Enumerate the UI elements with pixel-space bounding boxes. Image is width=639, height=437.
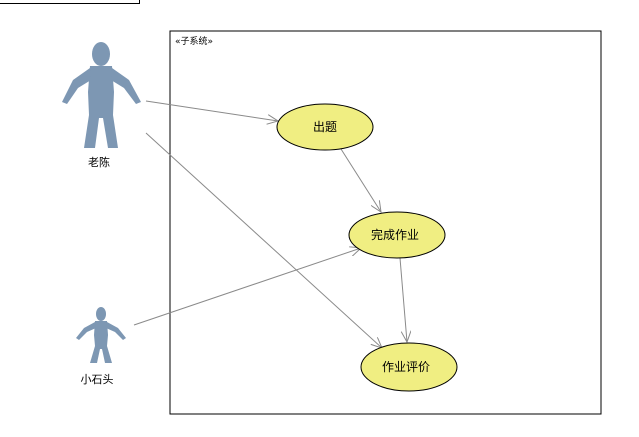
usecase-label: 作业评价 <box>382 360 430 374</box>
actor-label-xiaoshitou: 小石头 <box>81 373 114 386</box>
top-tab-border <box>0 0 140 4</box>
system-stereotype: «子系统» <box>175 35 213 47</box>
usecase-label: 出题 <box>313 120 337 134</box>
usecase-chuti[interactable]: 出题 <box>276 103 374 151</box>
association-chuti-wancheng[interactable] <box>340 148 381 212</box>
stick-figure-icon <box>76 307 126 363</box>
actor-xiaoshitou[interactable] <box>76 307 126 363</box>
association-lines <box>133 100 407 348</box>
usecase-label: 完成作业 <box>371 227 419 242</box>
association-xiaoshitou-wancheng[interactable] <box>133 248 361 326</box>
association-laochen-pingjia[interactable] <box>145 132 382 348</box>
actor-label-laochen: 老陈 <box>88 155 110 169</box>
stick-figure-icon <box>62 42 141 148</box>
usecase-pingjia[interactable]: 作业评价 <box>360 342 458 392</box>
actor-laochen[interactable] <box>62 42 141 148</box>
usecase-wancheng[interactable]: 完成作业 <box>348 211 446 259</box>
association-laochen-chuti[interactable] <box>145 100 278 121</box>
association-wancheng-pingjia[interactable] <box>399 257 407 342</box>
